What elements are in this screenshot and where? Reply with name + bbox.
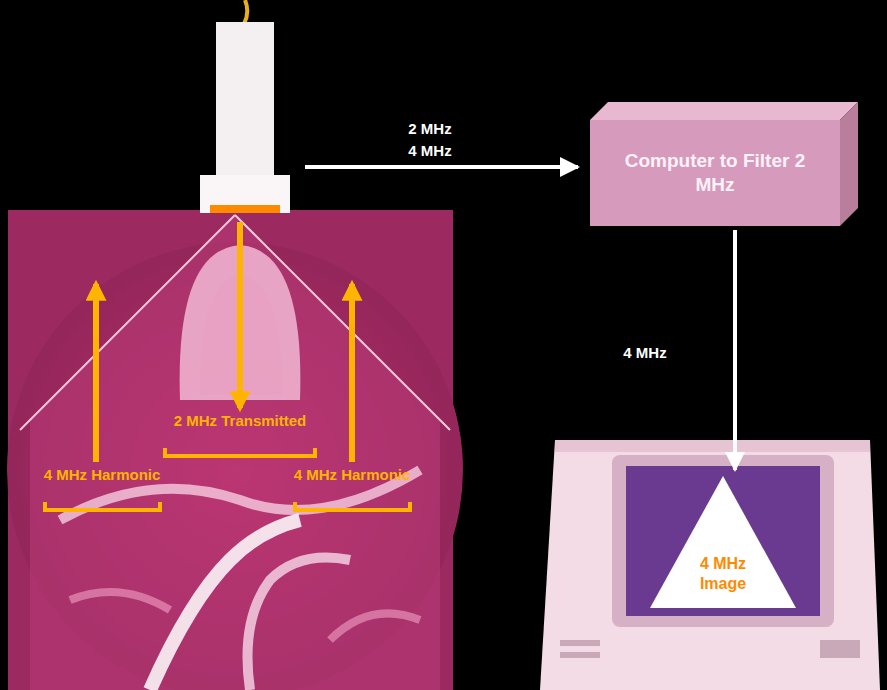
screen-bezel (612, 455, 834, 627)
node-text: 4 MHz Image (683, 554, 763, 594)
signal-arrow (733, 230, 737, 470)
echo-sector (30, 215, 440, 690)
vent (560, 640, 600, 646)
frequency-label: 4 MHz (600, 344, 690, 361)
transmit-arrow (237, 222, 243, 408)
process-box: Computer to Filter 2 MHz (590, 120, 840, 226)
triangle-fill (650, 476, 796, 608)
tissue-streak (248, 558, 351, 690)
node-text: Computer to Filter 2 MHz (605, 149, 825, 197)
monitor-body (540, 440, 880, 690)
vent (560, 652, 600, 658)
probe-handle (216, 22, 274, 180)
tissue-streak (150, 520, 300, 690)
echo-arrow (93, 284, 99, 462)
label-bracket (165, 448, 315, 456)
box-top (590, 102, 858, 120)
probe-cable (244, 0, 247, 24)
monitor-top (555, 440, 870, 452)
frequency-label: 2 MHz (380, 120, 480, 137)
monitor-screen (626, 466, 820, 616)
beam-label: 4 MHz Harmonic (42, 466, 162, 483)
label-bracket (45, 502, 160, 510)
signal-arrow (305, 165, 578, 169)
probe-face (210, 205, 280, 213)
echo-image (8, 210, 453, 690)
box-side (840, 102, 858, 226)
frequency-label: 4 MHz (380, 142, 480, 159)
beam-label: 2 MHz Transmitted (165, 412, 315, 429)
echo-arrow (349, 284, 355, 462)
label-bracket (295, 502, 410, 510)
probe-head (200, 175, 290, 213)
drive-slot (820, 640, 860, 658)
tissue-streak (330, 613, 420, 640)
image-triangle: 4 MHz Image (650, 476, 796, 608)
sector-edge (20, 215, 450, 430)
tissue-streak (70, 592, 170, 610)
beam-label: 4 MHz Harmonic (292, 466, 412, 483)
